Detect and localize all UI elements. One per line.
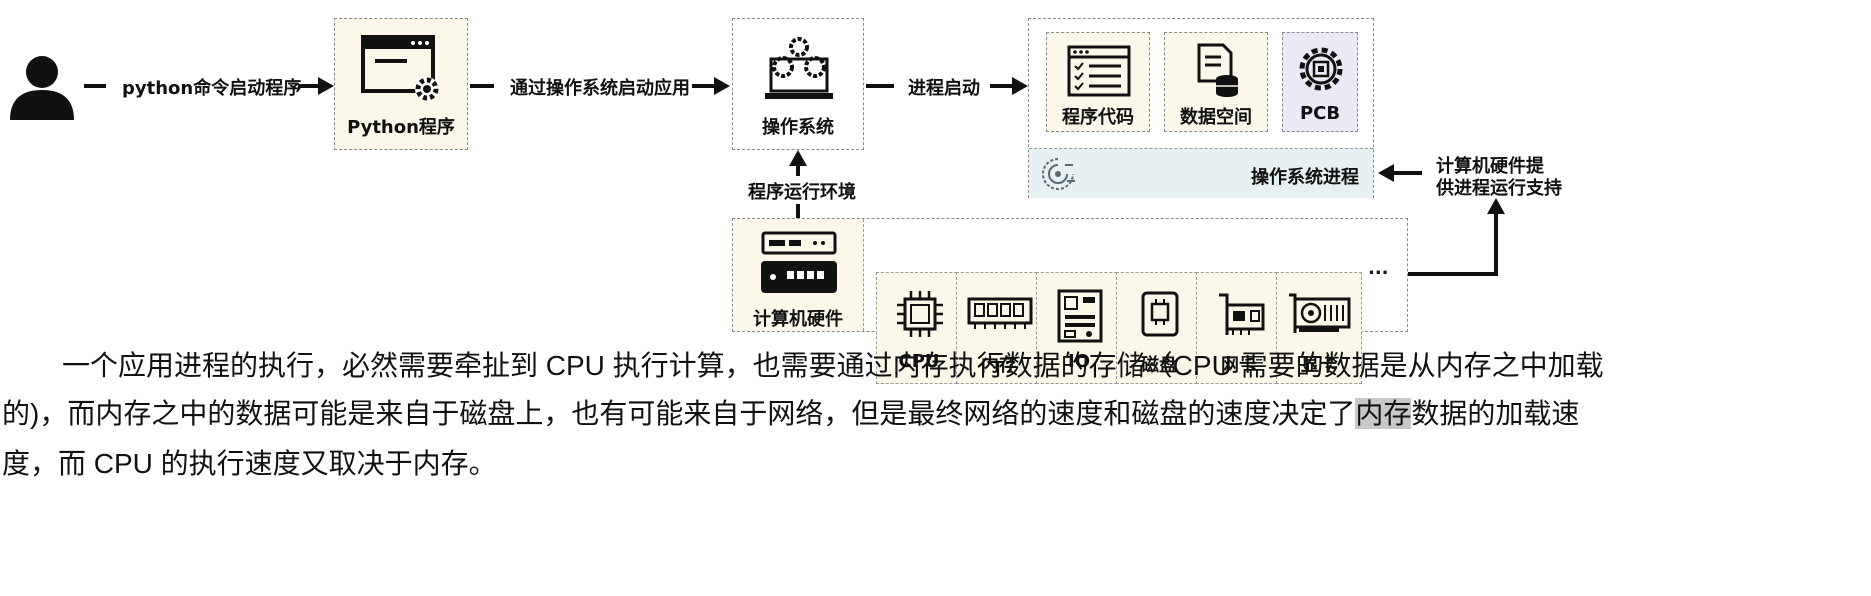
cpu-chip-icon [897, 291, 943, 337]
memory-module-icon [967, 297, 1033, 329]
process-item-label: 程序代码 [1062, 107, 1134, 128]
hardware-item-label: 内存 [981, 355, 1017, 376]
highlighted-text[interactable]: 内存 [1355, 398, 1412, 429]
arrow-python-to-os-2 [692, 84, 716, 88]
arrow-hw-up [1494, 214, 1498, 276]
process-item-data: 数据空间 [1164, 32, 1268, 132]
hardware-item-nic: 网卡 [1196, 272, 1282, 384]
process-item-code: 程序代码 [1046, 32, 1150, 132]
paragraph-line-1: 一个应用进程的执行，必然需要牵扯到 CPU 执行计算，也需要通过内存执行数据的存… [62, 350, 1604, 381]
window-gear-icon [361, 35, 439, 101]
hardware-item-label: 网卡 [1221, 355, 1257, 376]
hardware-item-disk: 磁盘 [1116, 272, 1202, 384]
paragraph-line-2: 的)，而内存之中的数据可能是来自于磁盘上，也有可能来自于网络，但是最终网络的速度… [2, 390, 1579, 438]
arrow-python-to-os [470, 84, 494, 88]
arrowhead [1378, 164, 1394, 182]
arrowhead [318, 77, 334, 95]
gears-laptop-icon [765, 37, 833, 99]
document-database-icon [1197, 43, 1238, 97]
hardware-item-label: CPU [898, 351, 940, 372]
user-icon [10, 56, 74, 120]
process-item-pcb: PCB [1282, 32, 1358, 132]
process-item-label: 数据空间 [1180, 107, 1252, 128]
checklist-icon [1067, 45, 1131, 97]
hardware-more: ... [1368, 258, 1389, 279]
motherboard-icon [1057, 289, 1103, 343]
arrow-user-to-python [84, 84, 106, 88]
os-process-icon [1042, 158, 1075, 190]
os-process-label: 操作系统进程 [1251, 167, 1359, 188]
python-program-box: Python程序 [334, 18, 468, 150]
network-card-icon [1219, 293, 1265, 335]
hardware-item-cpu: CPU [876, 272, 962, 384]
hardware-support-label-1: 计算机硬件提 [1436, 156, 1544, 177]
os-box-label: 操作系统 [762, 117, 834, 138]
paragraph-line-2-tail: 数据的加载速 [1411, 398, 1580, 429]
hardware-item-io: IO [1036, 272, 1122, 384]
arrow-os-to-process [866, 84, 894, 88]
python-box-label: Python程序 [347, 117, 455, 138]
arrowhead [1012, 77, 1028, 95]
hardware-item-label: 磁盘 [1141, 355, 1177, 376]
hardware-box-label: 计算机硬件 [753, 309, 843, 330]
arrow-user-to-python-2 [298, 84, 320, 88]
arrow-hw-right [1408, 272, 1498, 276]
hardware-support-label-2: 供进程运行支持 [1436, 178, 1562, 199]
disk-chip-icon [1141, 291, 1179, 337]
arrowhead [789, 150, 807, 166]
process-item-label: PCB [1299, 103, 1341, 124]
hardware-box: 计算机硬件 [733, 219, 864, 331]
pcb-gear-icon [1299, 47, 1343, 91]
hardware-item-label: 显卡 [1301, 355, 1337, 376]
user-to-python-label: python命令启动程序 [122, 78, 302, 99]
arrow-os-to-process-2 [990, 84, 1014, 88]
graphics-card-icon [1289, 293, 1351, 333]
paragraph-line-3: 度，而 CPU 的执行速度又取决于内存。 [2, 448, 497, 479]
python-to-os-label: 通过操作系统启动应用 [510, 78, 690, 99]
arrow-support-to-process [1392, 171, 1422, 175]
os-process-bar: 操作系统进程 [1029, 148, 1373, 198]
arrowhead [1487, 198, 1505, 214]
os-box: 操作系统 [732, 18, 864, 150]
os-to-process-label: 进程启动 [908, 78, 980, 99]
arrow-runtime-stem [796, 204, 800, 218]
paragraph-line-2-text: 的)，而内存之中的数据可能是来自于磁盘上，也有可能来自于网络，但是最终网络的速度… [2, 398, 1356, 429]
hardware-item-gpu: 显卡 [1276, 272, 1362, 384]
runtime-env-label: 程序运行环境 [748, 182, 856, 203]
hardware-item-label: IO [1068, 351, 1090, 372]
arrow-runtime-up [796, 164, 800, 176]
server-icon [761, 231, 837, 293]
arrowhead [714, 77, 730, 95]
